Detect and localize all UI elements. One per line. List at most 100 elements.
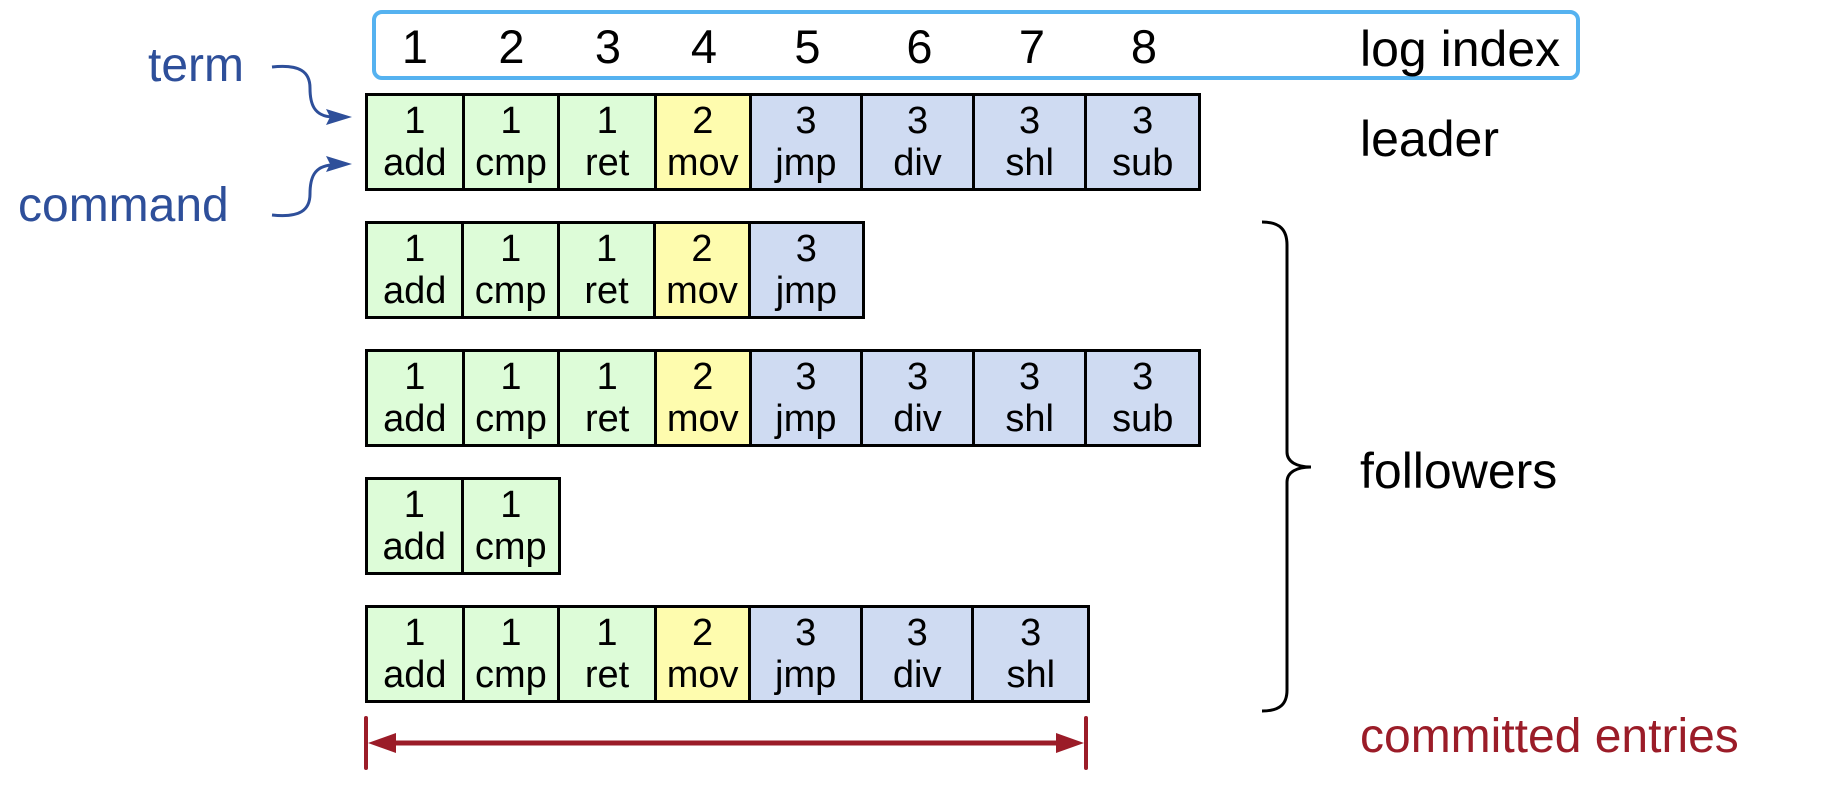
entry-term: 3: [906, 612, 928, 654]
log-index-number: 6: [906, 20, 933, 73]
followers-label: followers: [1360, 443, 1558, 499]
entry-term: 1: [596, 612, 618, 654]
entry-command: div: [892, 654, 942, 696]
entry-command: cmp: [474, 270, 547, 312]
entry-term: 1: [404, 612, 426, 654]
entry-term: 1: [404, 228, 426, 270]
entry-term: 2: [692, 612, 714, 654]
entry-command: mov: [666, 398, 739, 440]
entry-term: 1: [500, 612, 522, 654]
entry-term: 2: [691, 228, 713, 270]
committed-range-arrow-icon: [364, 716, 1088, 770]
entry-command: add: [383, 398, 447, 440]
entry-term: 2: [692, 100, 714, 142]
term-arrow-icon: [271, 64, 352, 125]
log-index-box: [372, 10, 1580, 80]
entry-command: jmp: [775, 398, 837, 440]
entry-term: 2: [692, 356, 714, 398]
entry-term: 3: [1132, 356, 1154, 398]
entry-command: jmp: [775, 270, 837, 312]
entry-term: 3: [795, 228, 817, 270]
entry-command: jmp: [775, 654, 837, 696]
entry-command: add: [382, 526, 446, 568]
entry-term: 3: [906, 100, 929, 142]
entry-term: 3: [1020, 612, 1042, 654]
followers-brace-icon: [1261, 220, 1312, 713]
entry-term: 1: [500, 100, 522, 142]
entry-term: 3: [1019, 356, 1041, 398]
entry-term: 3: [795, 100, 817, 142]
entry-term: 1: [403, 484, 425, 526]
entry-command: mov: [666, 654, 739, 696]
entry-command: sub: [1112, 398, 1174, 440]
entry-term: 3: [1019, 100, 1041, 142]
log-index-number: 5: [794, 20, 821, 73]
entry-term: 1: [595, 228, 618, 270]
entry-term: 1: [500, 484, 522, 526]
entry-command: add: [383, 654, 447, 696]
log-index-number: 7: [1018, 20, 1046, 73]
entry-term: 1: [596, 100, 618, 142]
leader-label: leader: [1360, 111, 1499, 167]
term-annotation: term: [148, 39, 244, 92]
entry-command: shl: [1005, 142, 1054, 184]
log-index-number: 3: [594, 20, 622, 73]
entry-command: sub: [1112, 142, 1174, 184]
entry-command: ret: [584, 270, 629, 312]
entry-command: ret: [584, 398, 630, 440]
entry-command: div: [893, 398, 942, 440]
entry-term: 1: [404, 100, 426, 142]
entry-command: add: [383, 270, 447, 312]
entry-term: 1: [596, 356, 618, 398]
entry-term: 1: [500, 228, 522, 270]
entry-command: cmp: [474, 526, 547, 568]
entry-command: cmp: [475, 142, 547, 184]
entry-command: mov: [666, 270, 738, 312]
entry-term: 3: [795, 612, 817, 654]
entry-term: 1: [404, 356, 426, 398]
entry-command: shl: [1005, 398, 1054, 440]
log-index-number: 4: [690, 20, 718, 73]
entry-command: jmp: [775, 142, 837, 184]
committed-entries-label: committed entries: [1360, 710, 1739, 763]
log-index-number: 8: [1130, 20, 1158, 73]
entry-command: ret: [584, 142, 630, 184]
entry-command: ret: [584, 654, 630, 696]
command-arrow-icon: [271, 156, 352, 218]
log-index-label: log index: [1360, 21, 1561, 77]
entry-command: shl: [1006, 654, 1056, 696]
entry-command: mov: [666, 142, 739, 184]
entry-term: 3: [906, 356, 929, 398]
log-index-number: 2: [498, 20, 525, 73]
command-annotation: command: [18, 179, 229, 232]
